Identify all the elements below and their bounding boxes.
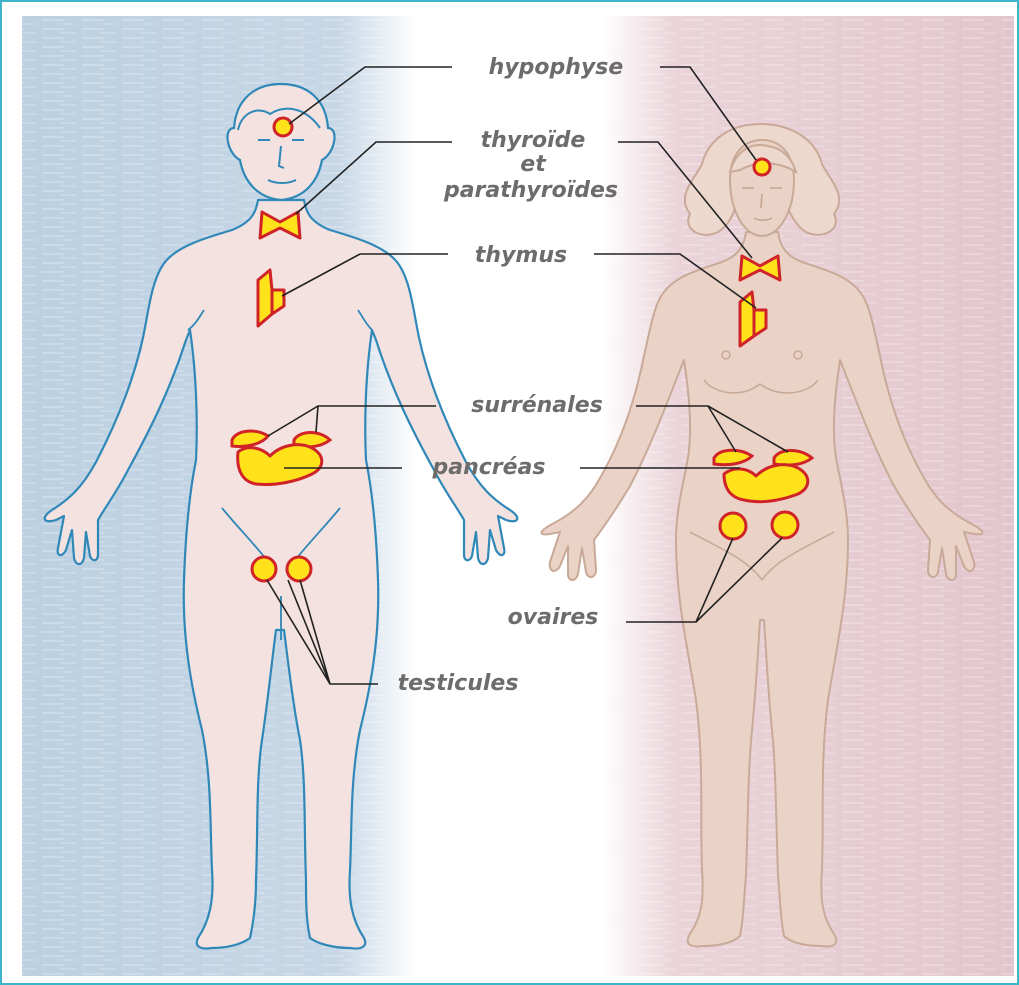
label-thymus: thymus [475, 243, 567, 268]
male-testicle-left [252, 557, 276, 581]
female-adrenal-right [774, 451, 812, 466]
label-parathyroides: parathyroïdes [443, 178, 618, 203]
male-testicle-right [287, 557, 311, 581]
label-thyroide: thyroïde [481, 128, 586, 153]
label-testicules: testicules [398, 671, 519, 696]
female-pancreas-gland [724, 465, 808, 502]
label-pancreas: pancréas [431, 455, 545, 480]
female-ovary-left [720, 513, 746, 539]
label-hypophyse: hypophyse [489, 55, 624, 80]
female-ovary-right [772, 512, 798, 538]
label-ovaires: ovaires [508, 605, 599, 630]
male-hypophyse-gland [274, 118, 292, 136]
background-texture [22, 16, 1014, 976]
label-surrenales: surrénales [471, 393, 602, 418]
female-hypophyse-gland [754, 159, 770, 175]
label-et: et [520, 152, 547, 177]
